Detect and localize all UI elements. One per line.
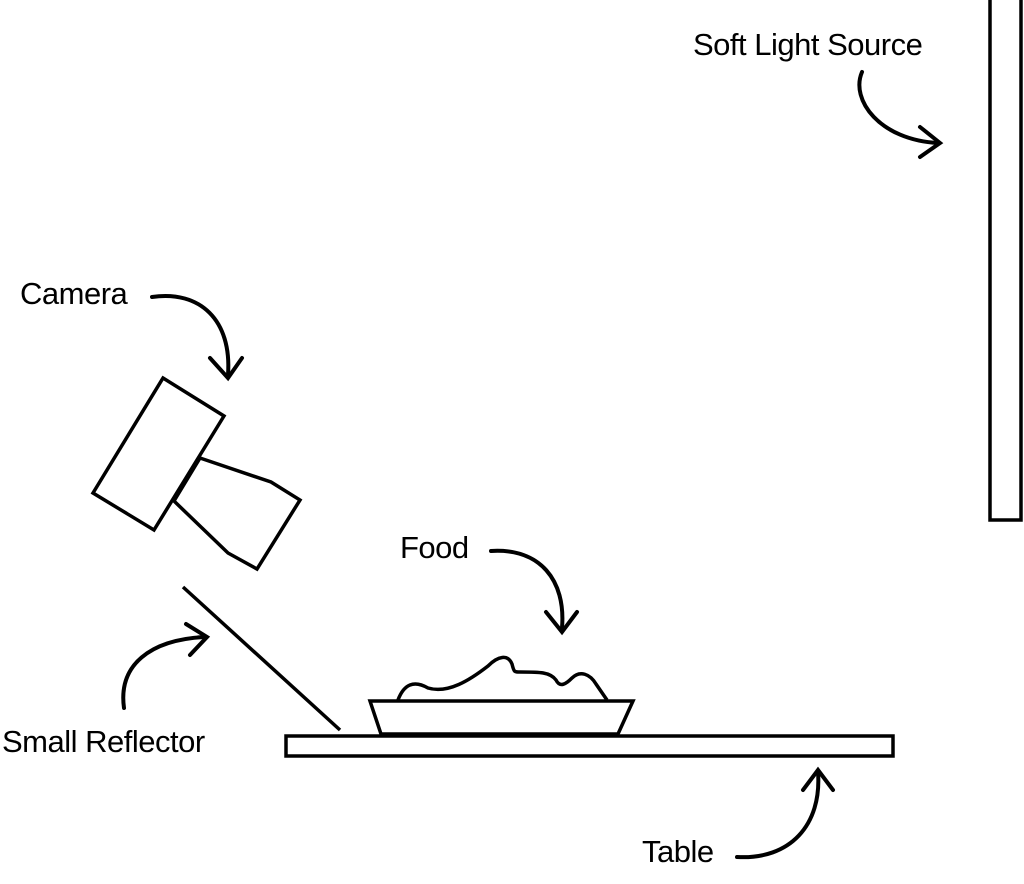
label-camera: Camera [20,276,128,311]
camera-arrow [150,294,231,377]
camera-body [90,375,227,533]
soft-light-source-panel [988,0,1023,522]
light-arrowhead [918,125,944,159]
label-small-reflector: Small Reflector [2,724,205,759]
food-arrowhead [544,610,579,636]
reflector-arrowhead [184,622,211,657]
food [396,655,609,701]
small-reflector [181,585,342,732]
table [284,734,895,758]
label-table: Table [642,834,714,869]
camera-lens [171,455,303,572]
table-arrow [735,770,821,860]
reflector-arrow [121,635,206,710]
label-soft-light-source: Soft Light Source [693,27,923,62]
food-arrow [489,548,565,630]
label-food: Food [400,530,469,565]
light-arrow [857,70,940,145]
arrows [121,70,944,860]
dish [367,699,636,736]
table-arrowhead [801,766,835,792]
camera-arrowhead [208,356,244,382]
